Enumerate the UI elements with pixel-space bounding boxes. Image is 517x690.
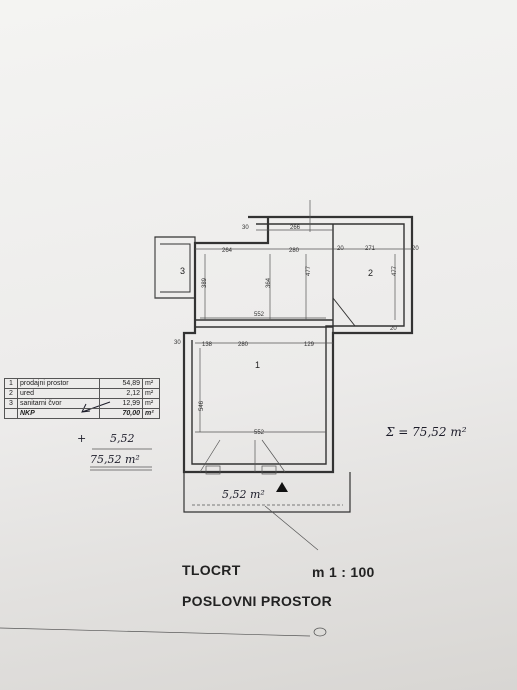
- dim-20c: 20: [390, 326, 397, 332]
- entrance-marker-icon: [276, 482, 288, 492]
- legend-unit: m²: [142, 398, 160, 409]
- legend-row: 1 prodajni prostor 54,89 m²: [4, 378, 160, 389]
- legend-total-value: 70,00: [99, 408, 143, 419]
- dim-20a: 20: [337, 246, 344, 252]
- legend-num: 1: [4, 378, 18, 389]
- dim-477b: 477: [392, 265, 398, 276]
- dim-30a: 30: [242, 225, 249, 231]
- walls: [154, 215, 414, 551]
- dim-264: 264: [222, 248, 233, 254]
- dim-280b: 280: [238, 342, 249, 348]
- legend-total-unit: m²: [142, 408, 160, 419]
- legend-row: 3 sanitarni čvor 12,99 m²: [4, 398, 160, 409]
- legend-total-row: NKP 70,00 m²: [4, 408, 160, 419]
- dim-271: 271: [365, 246, 376, 252]
- plan-title: TLOCRT: [182, 562, 241, 578]
- area-legend-table: 1 prodajni prostor 54,89 m² 2 ured 2,12 …: [4, 378, 160, 419]
- legend-num: 3: [4, 398, 18, 409]
- dim-546: 546: [199, 400, 205, 411]
- dim-280: 280: [289, 248, 300, 254]
- hand-terrace-area: 5,52 m²: [222, 488, 265, 501]
- legend-total-label: NKP: [17, 408, 100, 419]
- dim-364: 364: [266, 277, 272, 288]
- legend-value: 2,12: [99, 388, 143, 399]
- dim-138: 138: [202, 342, 213, 348]
- plan-subtitle: POSLOVNI PROSTOR: [182, 593, 333, 609]
- dim-20b: 20: [412, 246, 419, 252]
- legend-name: sanitarni čvor: [17, 398, 100, 409]
- room-label-2: 2: [368, 268, 373, 278]
- legend-unit: m²: [142, 378, 160, 389]
- hand-plus: +: [77, 432, 86, 445]
- hand-sum: 75,52 m²: [90, 453, 140, 466]
- dim-552a: 552: [254, 312, 265, 318]
- legend-num: 2: [4, 388, 18, 399]
- dim-389: 389: [202, 277, 208, 288]
- dim-30b: 30: [174, 340, 181, 346]
- legend-row: 2 ured 2,12 m²: [4, 388, 160, 399]
- hand-side-sum: Σ = 75,52 m²: [385, 425, 467, 439]
- room-label-3: 3: [180, 266, 185, 276]
- legend-name: prodajni prostor: [17, 378, 100, 389]
- dim-266: 266: [290, 225, 301, 231]
- legend-name: ured: [17, 388, 100, 399]
- dimension-lines: [154, 200, 412, 433]
- dim-129: 129: [304, 342, 315, 348]
- room-label-1: 1: [255, 360, 260, 370]
- dim-477: 477: [306, 265, 312, 276]
- dim-552b: 552: [254, 430, 265, 436]
- plan-scale: m 1 : 100: [312, 564, 375, 580]
- legend-value: 12,99: [99, 398, 143, 409]
- hand-addition: 5,52: [110, 432, 135, 445]
- legend-unit: m²: [142, 388, 160, 399]
- legend-value: 54,89: [99, 378, 143, 389]
